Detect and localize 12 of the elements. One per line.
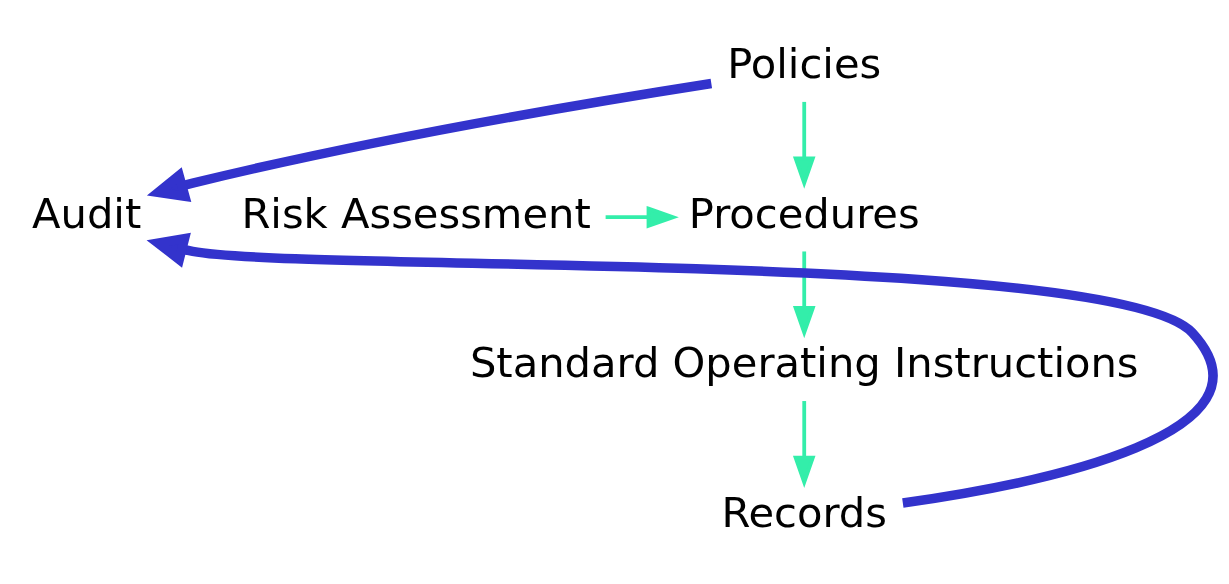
node-text: Records xyxy=(721,487,888,537)
node-text: Risk Assessment xyxy=(241,188,591,238)
arrow xyxy=(792,401,816,488)
node-text: Standard Operating Instructions xyxy=(469,338,1139,388)
node-text: Policies xyxy=(727,39,882,89)
node-text: Procedures xyxy=(688,188,920,238)
arrow xyxy=(792,251,816,339)
node-text: Audit xyxy=(32,188,142,238)
arrow xyxy=(792,101,816,189)
arrow xyxy=(605,205,679,229)
arrow xyxy=(146,78,713,202)
arrow xyxy=(146,232,1217,508)
